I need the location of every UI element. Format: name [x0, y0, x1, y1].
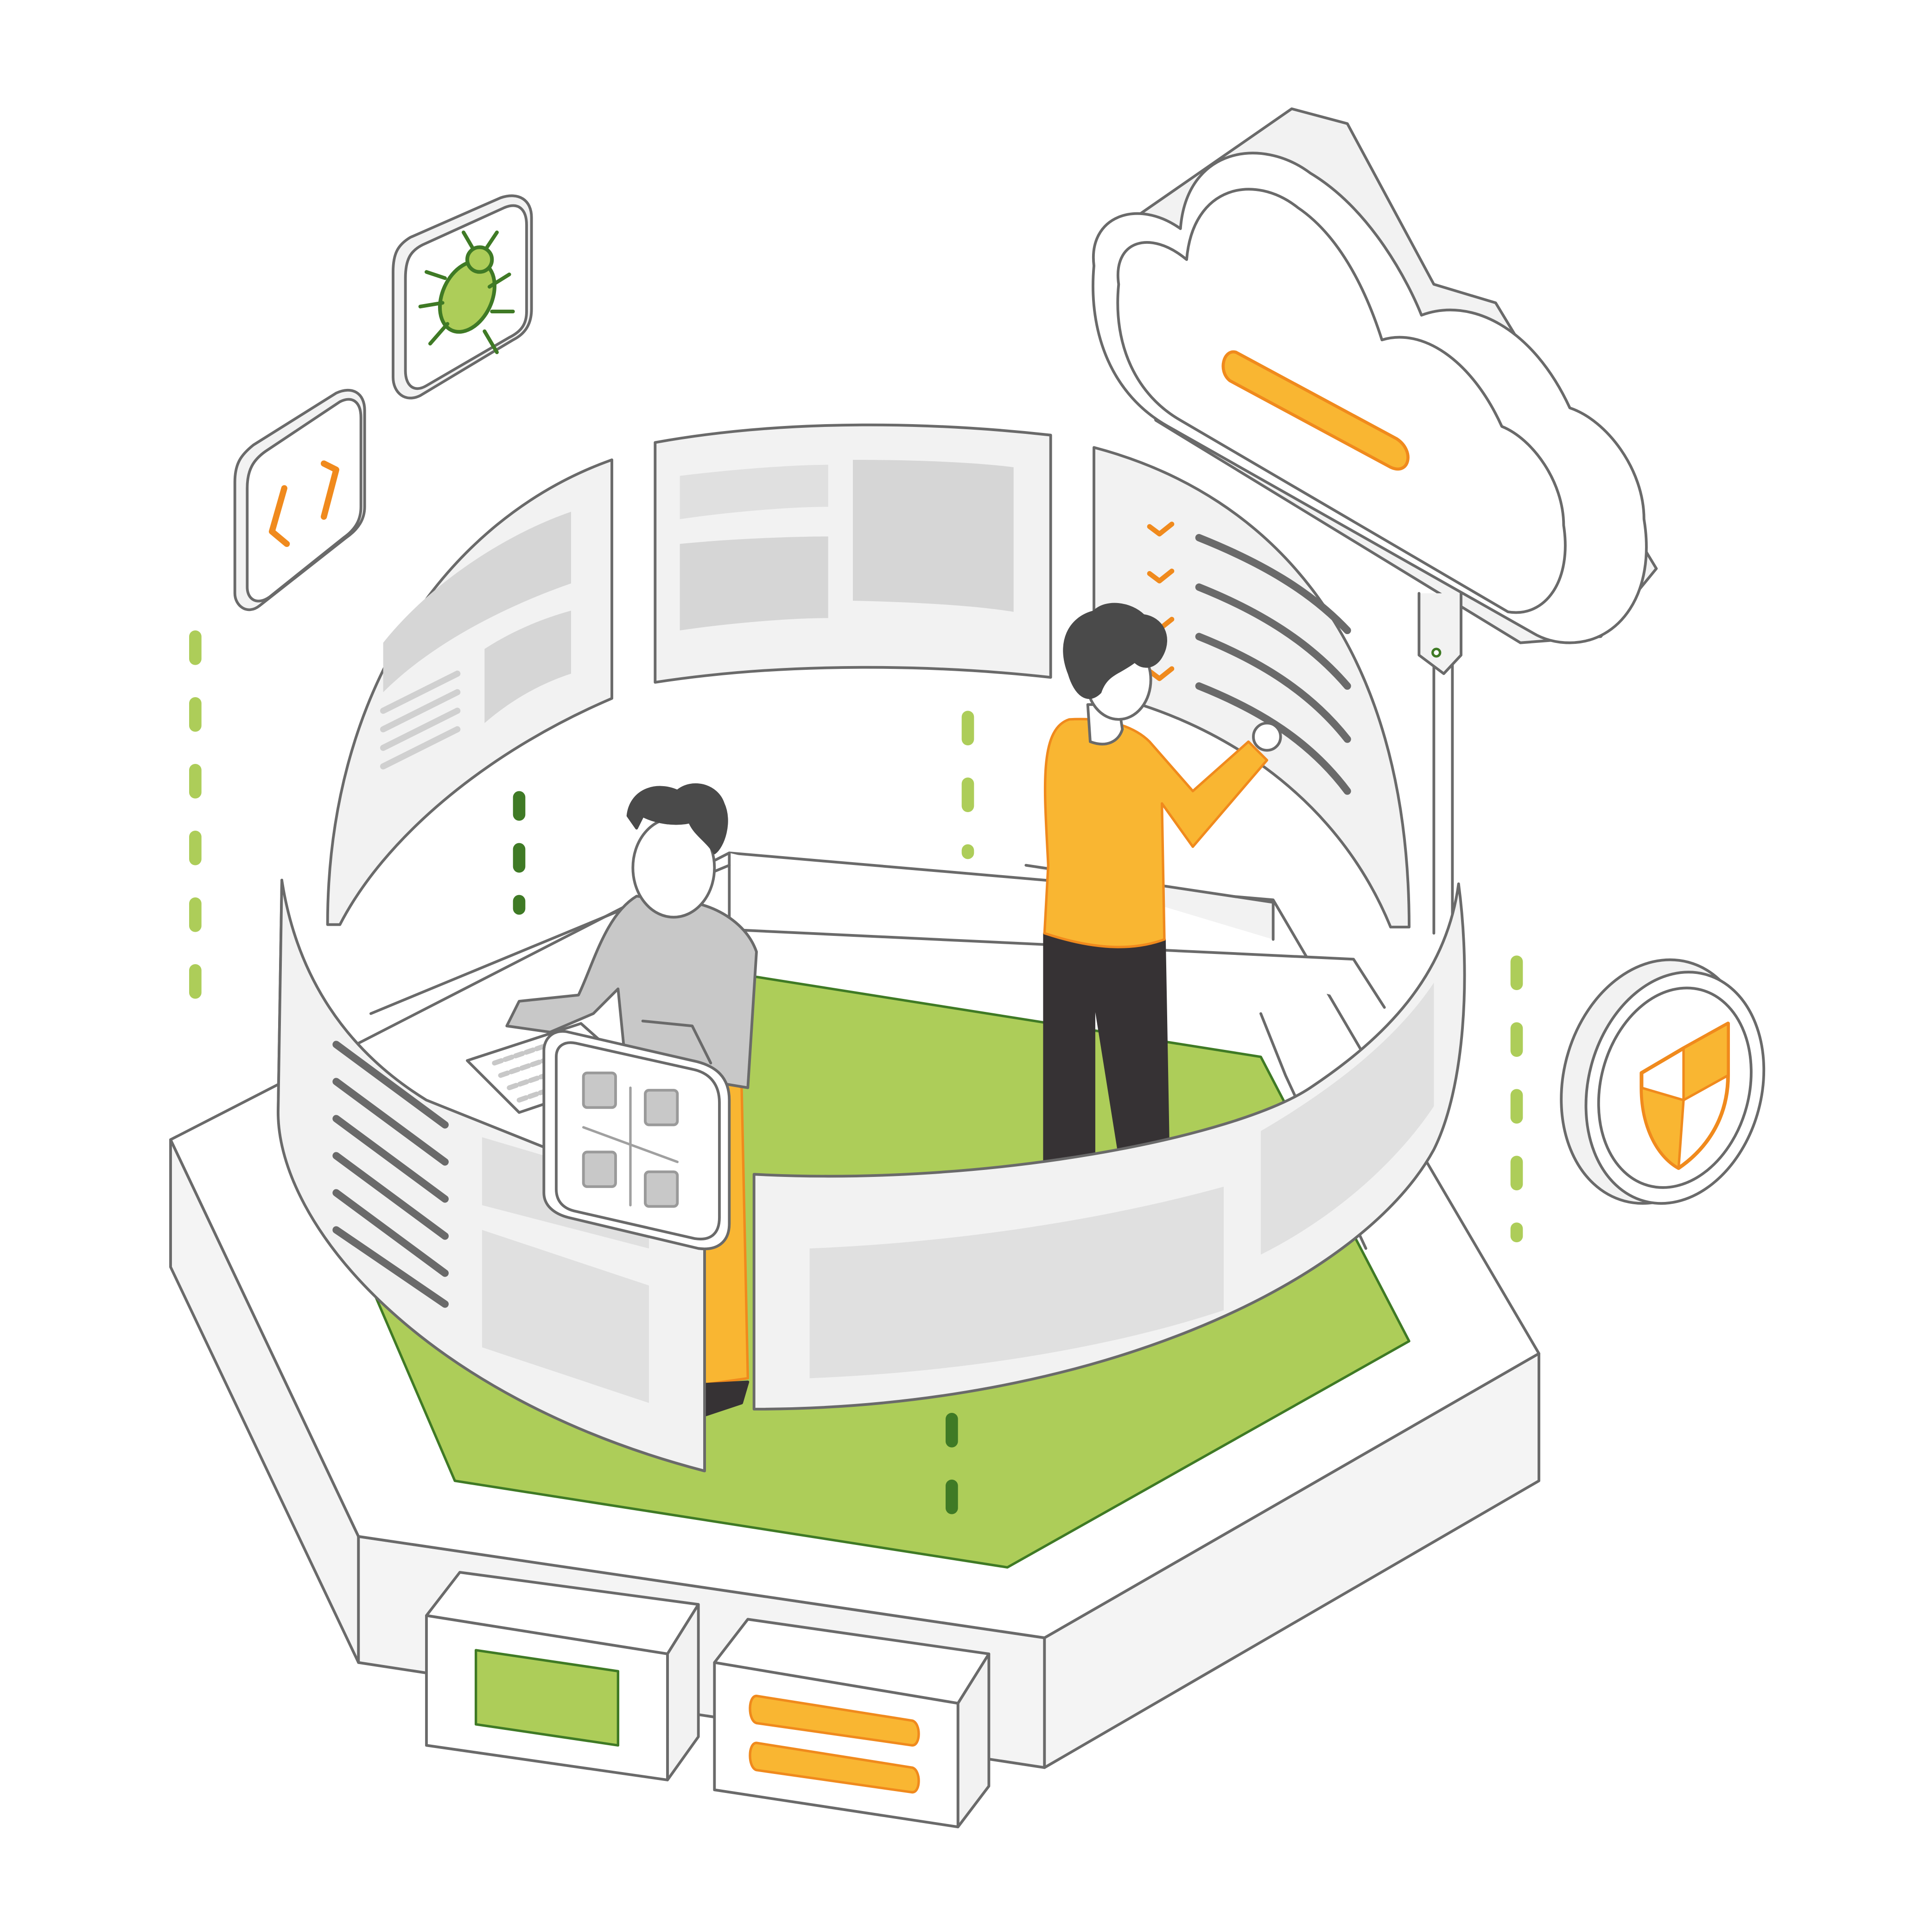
cloud-pole: [1417, 592, 1462, 675]
cloud-icon: [1092, 107, 1658, 935]
sitting-person-shirt: [505, 895, 758, 1089]
sitting-person-hair: [626, 783, 728, 854]
back-panel-left: [326, 458, 613, 926]
grid-layout-icon: [542, 1030, 731, 1251]
checklist-checkmarks: [1147, 521, 1175, 681]
shield-icon: [1560, 958, 1766, 1205]
back-panel-right: [1093, 446, 1411, 928]
back-panel-center: [654, 423, 1052, 684]
status-box-green: [425, 1571, 700, 1781]
status-box-orange: [713, 1618, 991, 1829]
code-brackets-icon: [233, 388, 366, 611]
dashed-guides: [189, 630, 1523, 1545]
front-panel-right: [752, 882, 1466, 1411]
standing-person: [1043, 603, 1282, 1166]
cloud-status-bar: [1221, 350, 1410, 471]
standing-person-shirt: [1043, 718, 1268, 948]
standing-person-hair: [1063, 603, 1167, 699]
bug-icon: [392, 194, 533, 400]
